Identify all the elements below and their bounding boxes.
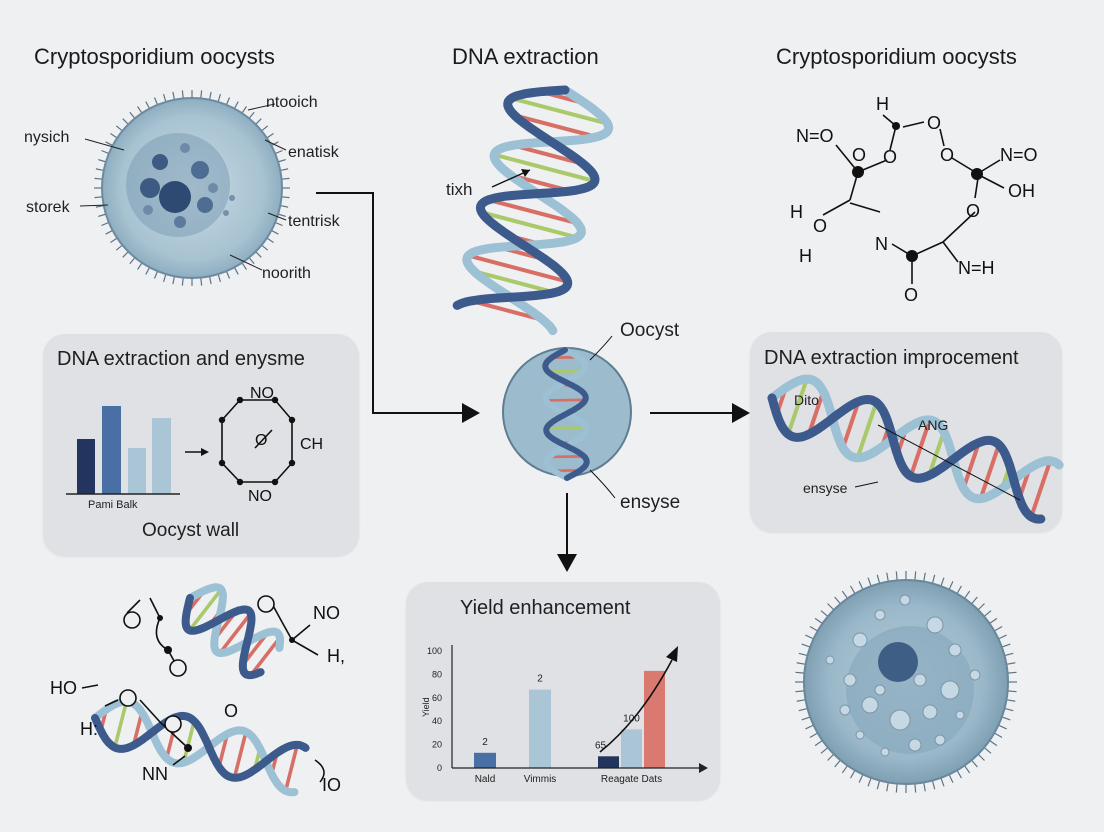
mini-bar-3 — [128, 448, 146, 494]
y-tick-label: 0 — [437, 763, 442, 773]
mini-bar-2 — [102, 406, 121, 494]
atom-n-o-left: N=O — [796, 126, 834, 146]
atom-n-eq-h: N=H — [958, 258, 995, 278]
panel-yield-title: Yield enhancement — [460, 597, 631, 619]
atom-nn: NN — [142, 764, 168, 784]
label-ntooich: ntooich — [266, 94, 318, 111]
y-tick-label: 40 — [432, 716, 442, 726]
panel-enzyme-title: DNA extraction and enysme — [57, 348, 305, 370]
atom-h-bl: H, — [327, 646, 345, 666]
label-nysich: nysich — [24, 129, 70, 146]
label-tixh: tixh — [446, 180, 473, 199]
yield-bar — [474, 752, 496, 768]
atom-h-left: H — [790, 202, 803, 222]
title-oocysts-left: Cryptosporidium oocysts — [34, 44, 275, 69]
x-category-label: Nald — [475, 774, 496, 785]
atom-o2: O — [883, 147, 898, 167]
atom-o-bl5: O — [224, 701, 239, 721]
y-tick-label: 100 — [427, 646, 442, 656]
atom-n-minus: N — [875, 234, 888, 254]
arrow-cell-to-oocyst — [316, 192, 464, 414]
atom-n-o-right: N=O — [1000, 145, 1038, 165]
bar-data-label: 100 — [623, 713, 640, 724]
label-oocyst: Oocyst — [620, 320, 680, 341]
atom-o5: O — [813, 216, 828, 236]
label-dito: Dito — [794, 392, 819, 408]
atom-oh: OH — [1008, 181, 1035, 201]
atom-o6-ring: O — [966, 201, 981, 221]
atom-o4: O — [940, 145, 955, 165]
title-oocysts-right: Cryptosporidium oocysts — [776, 44, 1017, 69]
mini-bar-4 — [152, 418, 171, 494]
atom-io: IO — [322, 775, 342, 795]
yield-bar — [598, 756, 619, 768]
atom-no-bottom: NO — [248, 488, 272, 505]
label-ensyse-center: ensyse — [620, 492, 681, 513]
atom-ch: CH — [300, 436, 324, 453]
atom-no-top: NO — [250, 385, 274, 402]
panel-yield-enhancement: Yield enhancement — [406, 582, 720, 800]
atom-h2: H: — [80, 719, 98, 739]
x-category-label: Reagate Dats — [601, 774, 662, 785]
label-storek: storek — [26, 199, 70, 216]
yield-bar — [529, 689, 551, 768]
panel-enzyme-subtitle: Oocyst wall — [142, 520, 240, 541]
mini-chart-caption: Pami Balk — [88, 499, 138, 511]
y-tick-label: 60 — [432, 693, 442, 703]
atom-ho: HO — [50, 678, 77, 698]
y-tick-label: 80 — [432, 669, 442, 679]
y-tick-label: 20 — [432, 740, 442, 750]
atom-o-mid: O — [255, 432, 268, 449]
atom-o3: O — [852, 145, 867, 165]
atom-o6: O — [904, 285, 919, 305]
mini-bar-1 — [77, 439, 95, 494]
panel-improvement-title: DNA extraction improcement — [764, 347, 1019, 369]
panel-dna-extraction-enzyme: DNA extraction and enysme Oocyst wall — [43, 334, 359, 556]
atom-h-bottom: H — [799, 246, 812, 266]
yield-bar — [644, 670, 665, 768]
trend-arrow — [599, 659, 673, 753]
title-dna-extraction: DNA extraction — [452, 44, 599, 69]
yield-bar — [621, 729, 642, 768]
x-category-label: Vimmis — [524, 774, 557, 785]
atom-o1: O — [927, 113, 942, 133]
label-enatisk: enatisk — [288, 144, 339, 161]
bar-data-label: 65 — [595, 740, 607, 751]
label-ensyse-right: ensyse — [803, 480, 848, 496]
bar-data-label: 2 — [537, 674, 543, 685]
atom-h-top: H — [876, 94, 889, 114]
label-noorith: noorith — [262, 265, 311, 282]
bar-data-label: 2 — [482, 737, 488, 748]
label-ang: ANG — [918, 417, 949, 433]
label-tentrisk: tentrisk — [288, 213, 340, 230]
atom-no-bl: NO — [313, 603, 340, 623]
